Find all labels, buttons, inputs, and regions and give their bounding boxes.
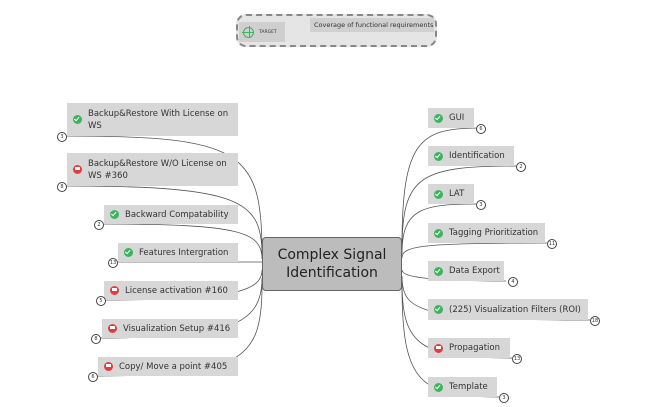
flag-icon: [104, 362, 113, 371]
check-icon: [434, 228, 443, 238]
check-icon: [434, 151, 443, 161]
target-callout-text: Coverage of functional requirements: [310, 18, 434, 32]
count-badge: 2: [516, 162, 526, 172]
connector-line: [401, 165, 519, 251]
count-badge: 6: [476, 124, 486, 134]
target-label: TARGET: [259, 29, 277, 35]
connector-line: [401, 127, 481, 247]
topic-label: Tagging Prioritization: [449, 228, 539, 238]
connector-line: [401, 203, 477, 255]
topic-node[interactable]: Propagation: [428, 338, 510, 358]
crosshair-icon: [242, 25, 254, 38]
count-badge: 8: [57, 182, 67, 192]
topic-node[interactable]: Tagging Prioritization: [428, 223, 545, 243]
topic-label: Copy/ Move a point #405: [119, 361, 228, 372]
count-badge: 3: [476, 200, 486, 210]
count-badge: 6: [88, 372, 98, 382]
topic-label: Template: [449, 382, 488, 392]
central-topic[interactable]: Complex Signal Identification: [262, 237, 402, 291]
topic-label: Visualization Setup #416: [123, 323, 231, 334]
topic-label: Identification: [449, 151, 505, 161]
count-badge: 5: [96, 296, 106, 306]
connector-line: [103, 223, 263, 260]
check-icon: [110, 210, 119, 219]
connector-line: [401, 242, 548, 259]
topic-label: LAT: [449, 189, 465, 199]
count-badge: 3: [499, 393, 509, 403]
check-icon: [434, 305, 443, 314]
topic-node[interactable]: License activation #160: [104, 281, 238, 300]
flag-icon: [434, 343, 443, 353]
flag-icon: [110, 286, 119, 295]
topic-node[interactable]: GUI: [428, 108, 474, 128]
flag-icon: [73, 165, 82, 174]
topic-label: (225) Visualization Filters (ROI): [449, 304, 581, 315]
count-badge: 8: [91, 334, 101, 344]
topic-node[interactable]: Visualization Setup #416: [102, 319, 238, 338]
topic-node[interactable]: Backup&Restore W/O License on WS #360: [67, 153, 238, 186]
target-marker[interactable]: TARGET: [239, 22, 285, 42]
count-badge: 13: [512, 354, 522, 364]
check-icon: [124, 248, 133, 257]
topic-label: GUI: [449, 113, 465, 123]
topic-node[interactable]: Backward Compatability: [104, 205, 238, 224]
topic-label: Backup&Restore W/O License on WS #360: [88, 158, 227, 181]
topic-node[interactable]: Backup&Restore With License on WS: [67, 103, 238, 136]
topic-node[interactable]: Features Intergration: [118, 243, 238, 262]
central-topic-label: Complex Signal Identification: [277, 247, 387, 281]
topic-label: Backup&Restore With License on WS: [88, 108, 229, 131]
count-badge: 3: [57, 132, 67, 142]
check-icon: [434, 382, 443, 392]
check-icon: [434, 113, 443, 123]
connector-line: [64, 185, 263, 256]
count-badge: 2: [94, 220, 104, 230]
topic-label: License activation #160: [125, 285, 228, 296]
topic-node[interactable]: LAT: [428, 184, 474, 204]
topic-label: Propagation: [449, 343, 500, 353]
topic-node[interactable]: Identification: [428, 146, 514, 166]
topic-label: Data Export: [449, 266, 500, 276]
count-badge: 18: [590, 316, 600, 326]
topic-label: Backward Compatability: [125, 209, 229, 220]
topic-node[interactable]: Data Export: [428, 261, 504, 281]
topic-label: Features Intergration: [139, 247, 229, 258]
topic-node[interactable]: Copy/ Move a point #405: [98, 357, 238, 376]
count-badge: 4: [508, 277, 518, 287]
topic-node[interactable]: (225) Visualization Filters (ROI): [428, 299, 588, 320]
check-icon: [73, 115, 82, 124]
count-badge: 11: [547, 239, 557, 249]
count-badge: 13: [108, 258, 118, 268]
check-icon: [434, 266, 443, 276]
flag-icon: [108, 324, 117, 333]
topic-node[interactable]: Template: [428, 377, 497, 397]
check-icon: [434, 189, 443, 199]
